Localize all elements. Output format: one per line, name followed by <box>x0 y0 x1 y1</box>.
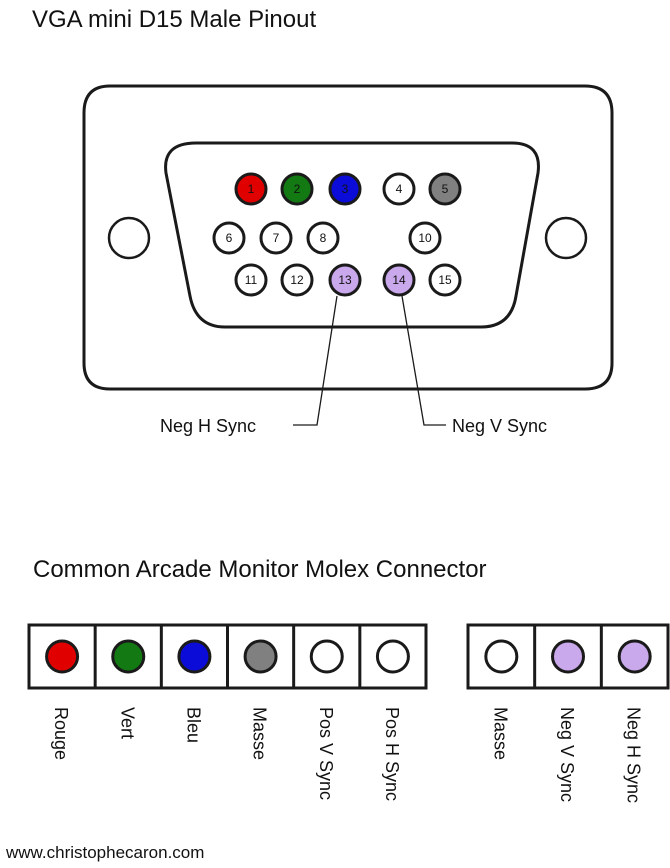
vga-pin-6: 6 <box>212 221 246 255</box>
vga-pin-7: 7 <box>259 221 293 255</box>
neg-v-sync-leader <box>401 295 446 426</box>
molex-pin-label: Neg H Sync <box>624 707 644 803</box>
vga-pin-13: 13 <box>328 263 362 297</box>
vga-pin-circle <box>259 221 293 255</box>
vga-pin-15: 15 <box>428 263 462 297</box>
neg-h-sync-callout: Neg H Sync <box>160 416 256 436</box>
vga-pin-number: 11 <box>245 273 258 287</box>
molex-cells <box>45 625 652 688</box>
neg-v-sync-callout: Neg V Sync <box>452 416 547 436</box>
vga-pin-3: 3 <box>328 172 362 206</box>
molex-pin-label: Neg V Sync <box>557 707 577 802</box>
vga-pin-number: 4 <box>396 182 403 196</box>
molex-title: Common Arcade Monitor Molex Connector <box>33 556 487 583</box>
vga-pin-number: 5 <box>442 182 449 196</box>
molex-pin-label: Pos V Sync <box>316 707 336 800</box>
vga-pin-number: 15 <box>438 273 452 287</box>
vga-pin-5: 5 <box>428 172 462 206</box>
vga-pin-2: 2 <box>280 172 314 206</box>
molex-labels: Rouge Vert Bleu Masse Pos V Sync Pos H Sync Ma… <box>51 707 644 803</box>
vga-pin-circle <box>306 221 340 255</box>
molex-pin-8 <box>551 639 585 674</box>
vga-pin-circle <box>212 221 246 255</box>
vga-pin-number: 2 <box>294 182 301 196</box>
vga-pin-number: 1 <box>248 182 255 196</box>
vga-pin-number: 7 <box>273 231 280 245</box>
vga-pin-8: 8 <box>306 221 340 255</box>
footer-url: www.christophecaron.com <box>5 843 204 862</box>
molex-pin-label: Masse <box>250 707 270 760</box>
vga-pin-circle <box>428 263 462 297</box>
vga-pin-10: 10 <box>408 221 442 255</box>
vga-pin-number: 6 <box>226 231 233 245</box>
mounting-hole-right <box>544 216 588 260</box>
vga-pin-number: 10 <box>418 231 432 245</box>
molex-pin-label: Bleu <box>183 707 203 743</box>
molex-pin-label: Masse <box>490 707 510 760</box>
molex-pin-7 <box>484 639 519 674</box>
molex-pin-4 <box>243 639 278 674</box>
vga-title: VGA mini D15 Male Pinout <box>32 6 316 33</box>
vga-pin-circle <box>328 263 362 297</box>
vga-pin-number: 8 <box>320 231 327 245</box>
vga-pin-number: 14 <box>392 273 406 287</box>
molex-pin-9 <box>617 639 652 674</box>
vga-pin-11: 11 <box>234 263 268 297</box>
vga-pin-number: 3 <box>342 182 349 196</box>
vga-pin-14: 14 <box>382 263 416 297</box>
mounting-hole-left <box>107 216 151 260</box>
vga-pin-12: 12 <box>280 263 314 297</box>
vga-pin-4: 4 <box>382 172 416 206</box>
molex-pin-label: Pos H Sync <box>382 707 402 801</box>
vga-pin-circle <box>428 172 462 206</box>
vga-pin-number: 12 <box>290 273 304 287</box>
vga-pin-number: 13 <box>338 273 352 287</box>
vga-pin-circle <box>382 263 416 297</box>
neg-h-sync-leader <box>293 295 338 426</box>
vga-pin-circle <box>408 221 442 255</box>
vga-pin-circle <box>234 172 268 206</box>
vga-pin-circle <box>382 172 416 206</box>
vga-pin-circle <box>328 172 362 206</box>
molex-pin-2 <box>111 639 146 674</box>
vga-pin-1: 1 <box>234 172 268 206</box>
vga-pin-circle <box>280 172 314 206</box>
molex-pin-label: Vert <box>117 707 137 739</box>
vga-pin-circle <box>234 263 268 297</box>
molex-pin-3 <box>177 639 212 674</box>
molex-pin-1 <box>45 639 80 674</box>
molex-pin-6 <box>375 639 410 674</box>
molex-pin-label: Rouge <box>51 707 71 760</box>
molex-pin-5 <box>309 639 344 674</box>
vga-pin-circle <box>280 263 314 297</box>
